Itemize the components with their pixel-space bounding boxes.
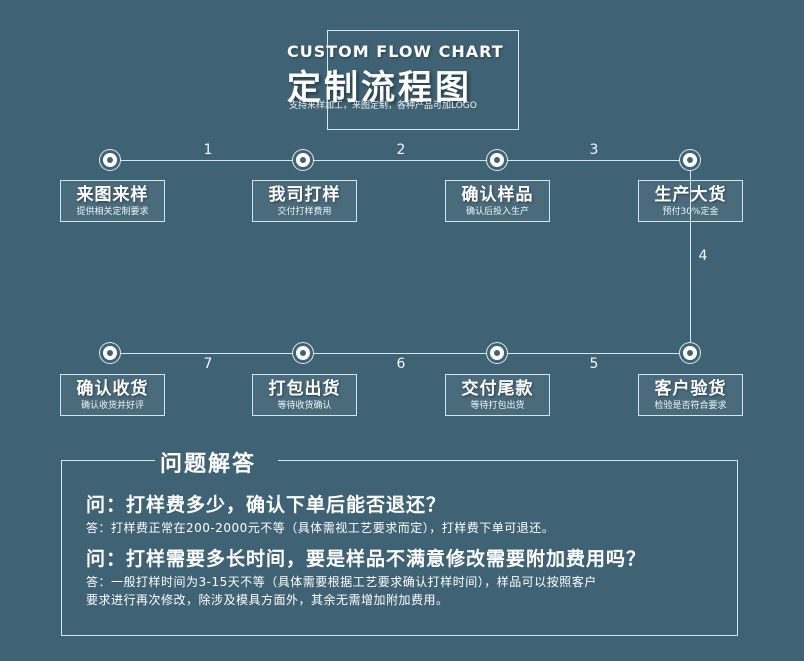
step-subtitle: 等待打包出货 <box>470 401 525 411</box>
connector-label-6: 6 <box>396 356 406 372</box>
step-subtitle: 提供相关定制要求 <box>76 207 149 217</box>
step-title: 确认样品 <box>461 185 534 205</box>
faq-frame <box>278 460 738 461</box>
faq-frame <box>61 460 62 636</box>
flow-node-5 <box>683 346 697 360</box>
faq-title: 问题解答 <box>160 452 257 477</box>
step-title: 客户验货 <box>654 379 727 399</box>
step-subtitle: 等待收货确认 <box>277 401 332 411</box>
bottom-flow-line <box>110 353 690 354</box>
top-flow-line <box>110 160 690 161</box>
flow-node-3 <box>490 153 504 167</box>
step-box-1: 来图来样 提供相关定制要求 <box>60 180 165 222</box>
connector-label-1: 1 <box>203 142 213 158</box>
step-title: 确认收货 <box>76 379 149 399</box>
step-box-5: 客户验货 检验是否符合要求 <box>638 374 743 416</box>
step-subtitle: 确认后投入生产 <box>465 207 529 217</box>
step-box-2: 我司打样 交付打样费用 <box>252 180 357 222</box>
step-title: 来图来样 <box>76 185 149 205</box>
flow-node-4 <box>683 153 697 167</box>
step-box-3: 确认样品 确认后投入生产 <box>445 180 550 222</box>
step-box-6: 交付尾款 等待打包出货 <box>445 374 550 416</box>
faq-frame <box>61 635 738 636</box>
faq-frame <box>737 460 738 636</box>
page-title: 定制流程图 <box>287 68 472 108</box>
step-subtitle: 交付打样费用 <box>277 207 332 217</box>
connector-label-2: 2 <box>396 142 406 158</box>
step-title: 我司打样 <box>268 185 341 205</box>
flow-node-1 <box>103 153 117 167</box>
step-subtitle: 预付30%定金 <box>662 207 719 217</box>
connector-label-5: 5 <box>589 356 599 372</box>
flow-node-8 <box>103 346 117 360</box>
connector-label-4: 4 <box>698 248 708 264</box>
connector-label-3: 3 <box>589 142 599 158</box>
flow-node-6 <box>490 346 504 360</box>
connector-label-7: 7 <box>203 356 213 372</box>
step-title: 生产大货 <box>654 185 727 205</box>
step-box-7: 打包出货 等待收货确认 <box>252 374 357 416</box>
step-box-4: 生产大货 预付30%定金 <box>638 180 743 222</box>
faq-answer-2-line-2: 要求进行再次修改，除涉及模具方面外，其余无需增加附加费用。 <box>86 593 449 607</box>
flow-node-2 <box>296 153 310 167</box>
step-title: 交付尾款 <box>461 379 534 399</box>
faq-answer-2-line-1: 答：一般打样时间为3-15天不等（具体需要根据工艺要求确认打样时间），样品可以按… <box>86 575 597 589</box>
step-title: 打包出货 <box>268 379 341 399</box>
faq-question-2: 问：打样需要多长时间，要是样品不满意修改需要附加费用吗？ <box>86 548 647 570</box>
faq-question-1: 问：打样费多少，确认下单后能否退还？ <box>86 494 447 516</box>
faq-answer-1: 答：打样费正常在200-2000元不等（具体需视工艺要求而定），打样费下单可退还… <box>86 521 555 535</box>
title-frame <box>327 30 519 130</box>
title-subtitle: 支持来样加工，来图定制，各种产品可加LOGO <box>289 101 477 111</box>
step-subtitle: 检验是否符合要求 <box>654 401 727 411</box>
step-box-8: 确认收货 确认收货并好评 <box>60 374 165 416</box>
flow-node-7 <box>296 346 310 360</box>
right-flow-line <box>690 160 691 354</box>
faq-frame <box>61 460 155 461</box>
title-english: CUSTOM FLOW CHART <box>287 42 504 61</box>
step-subtitle: 确认收货并好评 <box>80 401 144 411</box>
